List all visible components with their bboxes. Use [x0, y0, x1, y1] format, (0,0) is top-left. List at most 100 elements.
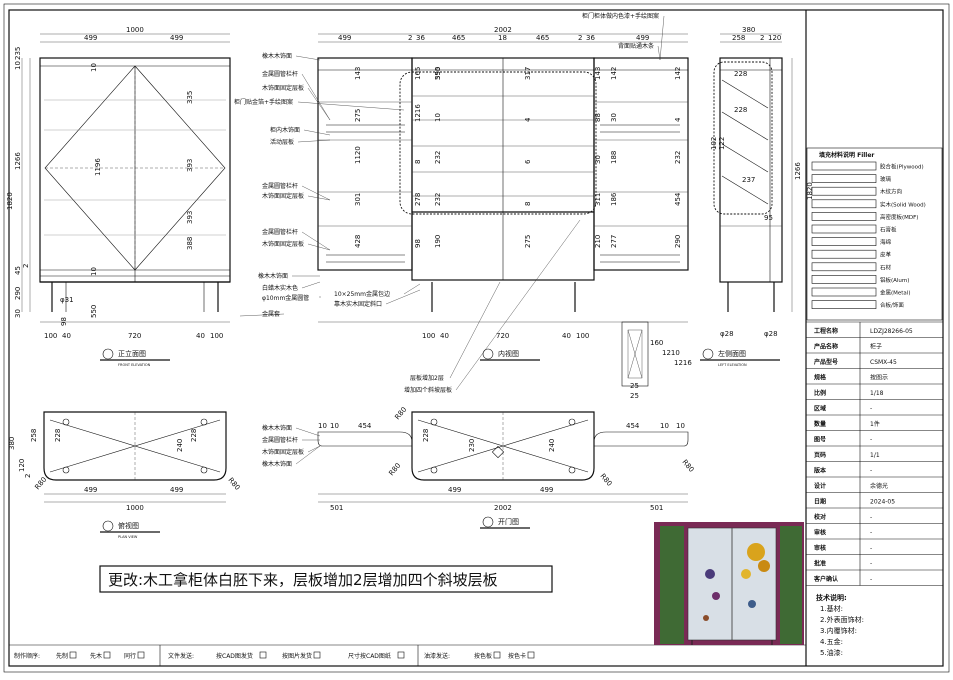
- legend-swatch: [811, 237, 877, 246]
- legend-item-label: 石膏板: [880, 226, 897, 234]
- annotation-leader: [307, 87, 331, 121]
- tech-note-item: 2.外表面饰材:: [820, 615, 864, 624]
- title-table-label: 日期: [814, 498, 826, 506]
- inner-view-dim: 232: [434, 193, 442, 206]
- annotation-label: 木饰面固定层板: [262, 192, 304, 200]
- change-note-box: [99, 565, 553, 593]
- inner-top-dim: 465: [536, 34, 549, 42]
- open-callout-0: R80: [393, 406, 408, 422]
- inner-view-dim: 301: [354, 193, 362, 206]
- open-callout-2: R80: [598, 472, 613, 488]
- footer-option-label: 按色板: [474, 652, 492, 660]
- footer-checkbox[interactable]: [313, 651, 321, 659]
- annotation-leader: [307, 195, 331, 201]
- front-inner-dim: 393: [186, 211, 194, 224]
- front-left-dim: 2: [22, 264, 30, 268]
- inner-view-dim: 143: [354, 67, 362, 80]
- plan-dim-total: 1000: [126, 504, 144, 512]
- inner-view-dim: 275: [524, 235, 532, 248]
- annotation-label: 橡木木饰面: [262, 424, 292, 432]
- inner-view-dim: 142: [674, 67, 682, 80]
- footer-checkbox[interactable]: [103, 651, 111, 659]
- annotation-leader: [303, 129, 331, 136]
- front-left-dim: 45: [14, 266, 22, 275]
- annotation-leader: [239, 313, 285, 317]
- footer-option-label: 同行: [124, 652, 136, 660]
- title-table-value: -: [870, 576, 872, 583]
- front-dim-top-left: 499: [84, 34, 97, 42]
- footer-checkbox[interactable]: [69, 651, 77, 659]
- annotation-leader: [403, 283, 421, 295]
- legend-swatch: [811, 212, 877, 221]
- footer-checkbox[interactable]: [259, 651, 267, 659]
- annotation-leader: [295, 427, 321, 437]
- inner-top-dim: 36: [586, 34, 595, 42]
- tech-note-item: 1.基材:: [820, 604, 843, 613]
- inner-view-dim: 428: [354, 235, 362, 248]
- annotation-label: 金属套: [262, 310, 280, 318]
- inner-top-dim: 499: [636, 34, 649, 42]
- annotation-label: 金属圆管栏杆: [262, 436, 298, 444]
- annotation-label: 白蜡木实木色: [262, 284, 298, 292]
- plan-title: 俯视图: [118, 521, 139, 530]
- inner-view-dim: 4: [674, 117, 682, 122]
- inner-border: [8, 9, 944, 667]
- annotation-label: 柜内木饰面: [270, 126, 300, 134]
- inner-view-dim: 1216: [414, 104, 422, 122]
- inner-view-dim: 550: [434, 67, 442, 80]
- front-subtitle: FRONT ELEVATION: [118, 363, 151, 367]
- detail-dim-3: 25: [630, 382, 639, 390]
- annotation-leader: [307, 243, 331, 251]
- legend-box: [806, 147, 943, 321]
- annotation-leader: [297, 101, 405, 111]
- title-table-label: 版本: [813, 467, 827, 475]
- plan-dim-7: 228: [54, 429, 62, 442]
- footer-checkbox[interactable]: [527, 651, 535, 659]
- side-inner-dim: 237: [742, 176, 755, 184]
- title-table-label: 校对: [814, 513, 826, 521]
- title-table-label: 产品名称: [814, 343, 838, 351]
- footer-checkbox[interactable]: [397, 651, 405, 659]
- title-table-label: 审核: [814, 529, 826, 537]
- side-inner-dim: 1266: [794, 162, 802, 180]
- front-left-dim: 235: [14, 47, 22, 60]
- inner-view-dim: 4: [524, 117, 532, 122]
- front-dim-bottom-0: 100: [44, 332, 57, 340]
- side-dim-top-1: 2: [760, 34, 764, 42]
- side-dim-bottom-1: φ28: [764, 330, 778, 338]
- footer-checkbox[interactable]: [493, 651, 501, 659]
- title-table-value: -: [870, 530, 872, 537]
- legend-item-label: 高密度板(MDF): [880, 213, 918, 221]
- footer-option-label: 按CAD图发货: [216, 652, 253, 660]
- open-top-dim-2: 454: [358, 422, 372, 430]
- annotation-leader: [385, 289, 421, 305]
- plan-dim-6: 258: [30, 429, 38, 442]
- footer-color-label: 油漆发送:: [424, 652, 450, 660]
- title-table-label: 数量: [814, 420, 826, 428]
- open-top-dim-3: 454: [626, 422, 640, 430]
- side-subtitle: LEFT ELEVATION: [718, 363, 747, 367]
- inner-dim-bottom-3: 40: [562, 332, 571, 340]
- front-left-dim: 30: [14, 309, 22, 318]
- inner-top-dim: 36: [416, 34, 425, 42]
- legend-swatch: [811, 161, 877, 171]
- inner-top-dim: 2002: [494, 26, 512, 34]
- title-table-value: LDZJ28266-05: [870, 328, 913, 335]
- title-table-value: -: [870, 406, 872, 413]
- inner-top-dim: 465: [452, 34, 465, 42]
- legend-item-label: 木纹方向: [880, 188, 902, 196]
- inner-top-dim: 2: [578, 34, 582, 42]
- legend-item-label: 玻璃: [880, 175, 892, 183]
- footer-option-label: 按色卡: [508, 652, 526, 660]
- open-dim-1: 499: [448, 486, 461, 494]
- footer-checkbox[interactable]: [137, 651, 145, 659]
- plan-dim-left: 499: [84, 486, 97, 494]
- inner-view-dim: 143: [594, 67, 602, 80]
- footer-option-label: 先制: [56, 652, 68, 660]
- title-table-value: -: [870, 437, 872, 444]
- side-inner-dim: 122: [718, 137, 726, 150]
- annotation-leader: [297, 139, 331, 143]
- annotation-leader: [301, 231, 331, 251]
- annotation-label: 橡木木饰面: [262, 460, 292, 468]
